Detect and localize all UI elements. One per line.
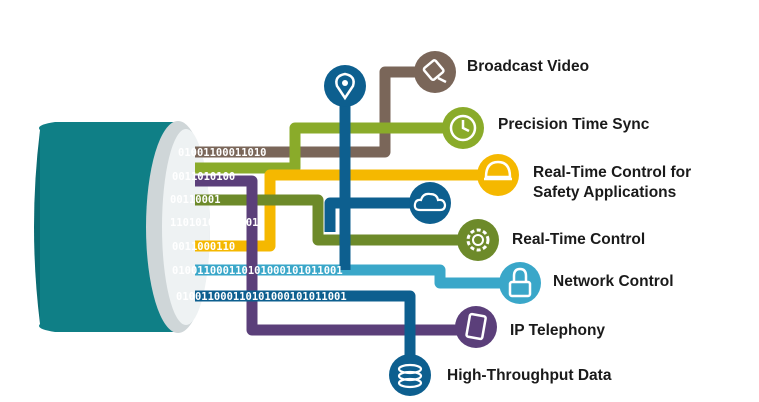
wire-high-throughput	[195, 290, 416, 360]
tablet-icon	[455, 306, 497, 348]
label-line: Network Control	[553, 273, 674, 290]
cable-jacket	[39, 122, 175, 332]
video-camera-icon	[414, 51, 456, 93]
label-line: Real-Time Control	[512, 231, 646, 248]
label-line: IP Telephony	[510, 322, 606, 339]
wires	[195, 66, 500, 360]
location-pin-icon	[324, 65, 366, 107]
label-line: Safety Applications	[533, 184, 677, 201]
cloud-icon	[409, 182, 451, 224]
gear-icon	[457, 219, 499, 261]
wire-cloud	[324, 197, 410, 232]
label-network-control: Network Control	[553, 272, 674, 292]
bits-line: 110101000101011	[170, 217, 265, 229]
label-precision-time-sync: Precision Time Sync	[498, 115, 649, 135]
cable-bits: 01001100011010 0011010100 00110001 11010…	[170, 147, 347, 303]
bits-line: 0011000110	[172, 241, 235, 253]
label-line: Broadcast Video	[467, 58, 590, 75]
wire-rt-safety	[195, 169, 478, 252]
wire-network-control	[195, 264, 500, 289]
hard-hat-icon	[477, 154, 519, 196]
clock-icon	[442, 107, 484, 149]
cable-side	[34, 130, 40, 324]
bits-line: 0011010100	[172, 171, 235, 183]
label-rt-control-safety: Real-Time Control for Safety Application…	[533, 163, 691, 203]
node-icons	[324, 51, 541, 396]
bits-line: 01001100011010	[178, 147, 267, 159]
label-broadcast-video: Broadcast Video	[467, 57, 589, 77]
wire-broadcast-video	[195, 66, 435, 158]
bits-line: 010011000110101000101011001	[176, 291, 347, 303]
label-line: Real-Time Control for	[533, 164, 692, 181]
label-line: High-Throughput Data	[447, 367, 612, 384]
wire-precision-time	[195, 122, 463, 174]
label-real-time-control: Real-Time Control	[512, 230, 645, 250]
label-high-throughput-data: High-Throughput Data	[447, 366, 611, 386]
wire-ip-telephony	[195, 175, 462, 336]
lock-icon	[499, 262, 541, 304]
bits-line: 010011000110101000101011001	[172, 265, 343, 277]
database-icon	[389, 354, 431, 396]
label-ip-telephony: IP Telephony	[510, 321, 605, 341]
cable	[34, 121, 210, 333]
label-line: Precision Time Sync	[498, 116, 650, 133]
bits-line: 00110001	[170, 194, 221, 206]
